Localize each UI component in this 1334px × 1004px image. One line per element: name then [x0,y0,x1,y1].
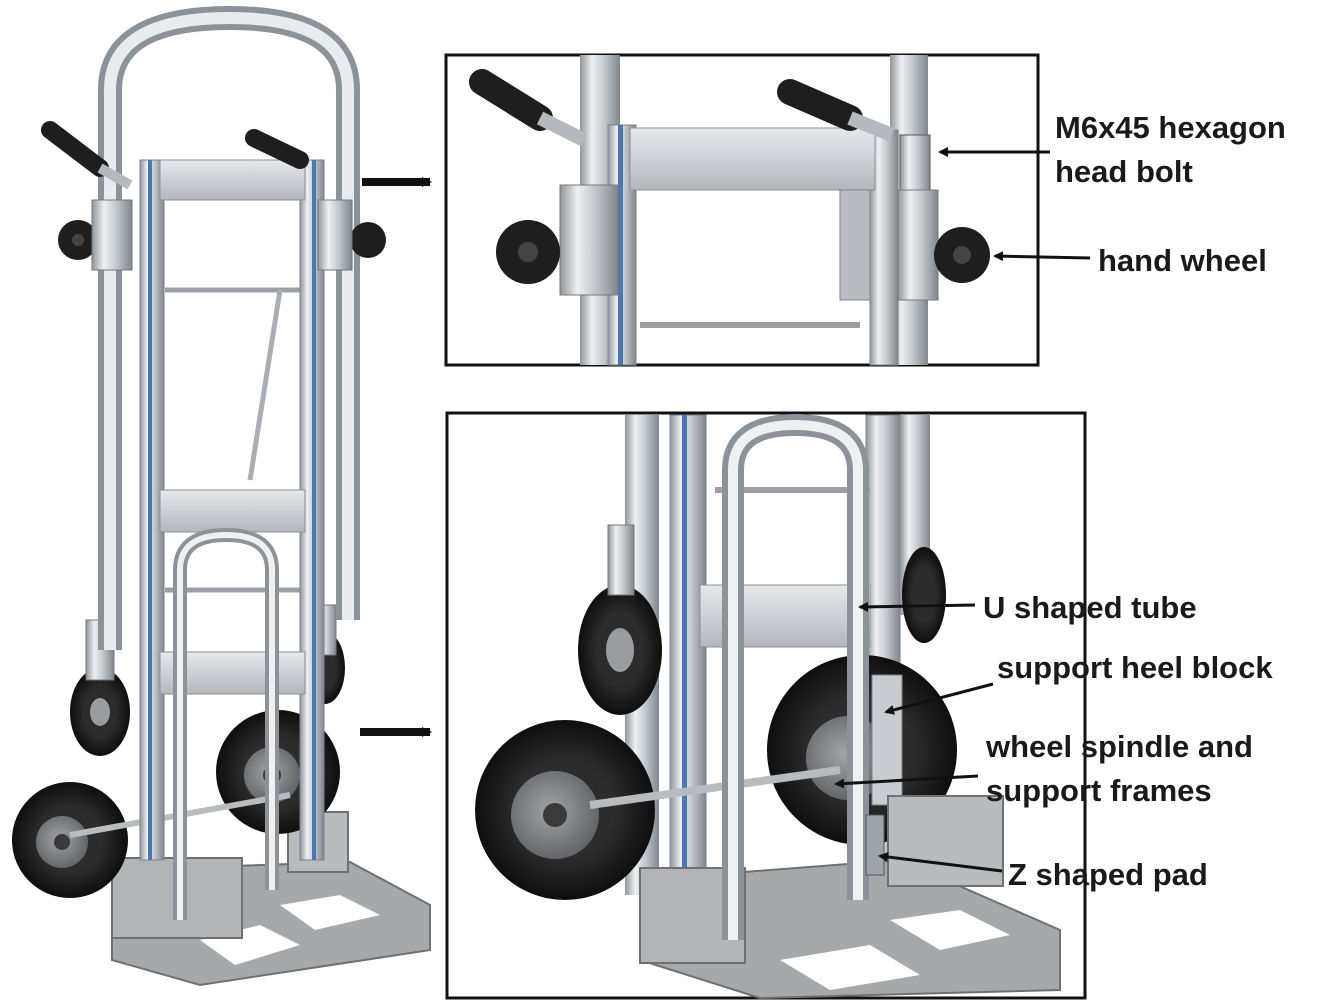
right-knob-icon [350,222,386,258]
inset-right-caster [902,547,946,643]
spindle-label: wheel spindle and support frames [986,725,1253,813]
z-pad-arrow [878,852,1003,873]
top-inset [444,53,1040,367]
spindle-arrow [834,774,979,789]
bottom-inset [445,411,1087,1000]
spindle-label-line2: support frames [986,773,1212,808]
heel-block-label: support heel block [997,650,1273,685]
bolt-label-line2: head bolt [1055,154,1193,189]
hand-wheel-label: hand wheel [1098,243,1267,278]
z-pad-label: Z shaped pad [1008,857,1208,892]
hand-wheel-arrow [993,251,1091,262]
full-hand-truck [12,5,431,987]
bolt-label-line1: M6x45 hexagon [1055,110,1286,145]
heel-block-arrow [884,682,994,715]
u-tube-arrow [858,601,976,612]
bolt-label: M6x45 hexagon head bolt [1055,106,1286,194]
u-tube-label: U shaped tube [983,590,1197,625]
spindle-label-line1: wheel spindle and [986,729,1253,764]
